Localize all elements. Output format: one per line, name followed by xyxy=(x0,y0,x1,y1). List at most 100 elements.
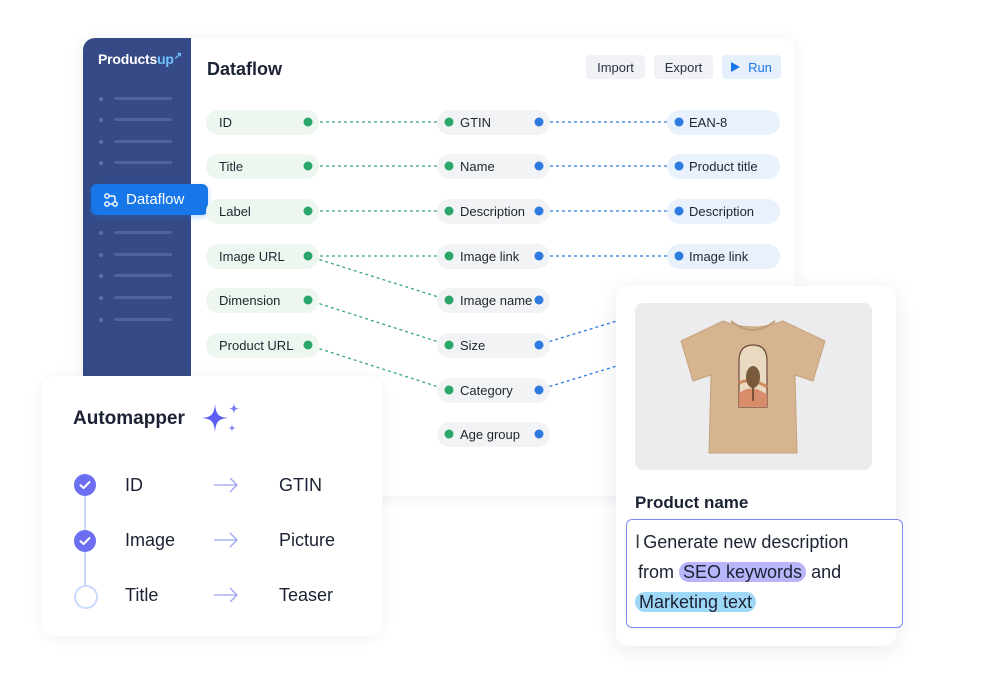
sidebar-item-dataflow[interactable]: Dataflow xyxy=(91,184,208,215)
field-label: Image name xyxy=(460,293,533,308)
field-label: EAN-8 xyxy=(689,115,728,130)
nav-dot xyxy=(99,118,103,122)
field-label: Title xyxy=(219,159,244,174)
mapped-field[interactable]: Description xyxy=(437,199,550,224)
field-label: Dimension xyxy=(219,293,281,308)
automap-from: ID xyxy=(125,475,143,495)
text-cursor-icon: I xyxy=(635,532,641,553)
automap-to: GTIN xyxy=(279,475,322,495)
source-field[interactable]: Label xyxy=(206,199,319,224)
nav-dot xyxy=(99,274,103,278)
field-label: GTIN xyxy=(460,115,492,130)
nav-dot xyxy=(99,318,103,322)
target-field[interactable]: Description xyxy=(667,199,780,224)
sparkle-icon xyxy=(202,403,239,432)
mapped-field[interactable]: GTIN xyxy=(437,110,550,135)
field-label: Image link xyxy=(460,249,520,264)
target-field[interactable]: Image link xyxy=(667,244,780,269)
field-label: Label xyxy=(219,204,251,219)
field-label: Image URL xyxy=(219,249,285,264)
field-label: Product title xyxy=(689,159,758,174)
mapped-field[interactable]: Image name xyxy=(437,288,550,313)
nav-item[interactable] xyxy=(114,140,172,143)
nav-item[interactable] xyxy=(114,296,172,299)
field-label: Name xyxy=(460,159,495,174)
nav-item[interactable] xyxy=(114,231,172,234)
target-field[interactable]: EAN-8 xyxy=(667,110,780,135)
desc-line-3: Marketing text xyxy=(635,592,757,613)
source-field[interactable]: Product URL xyxy=(206,333,319,358)
nav-item[interactable] xyxy=(114,274,172,277)
field-label: ID xyxy=(219,115,232,130)
nav-dot xyxy=(99,161,103,165)
mapped-field[interactable]: Category xyxy=(437,378,550,403)
nav-item[interactable] xyxy=(114,97,172,100)
desc-text: Generate new description xyxy=(643,532,849,552)
field-label: Description xyxy=(460,204,526,219)
export-label: Export xyxy=(664,59,703,75)
logo-text: Products xyxy=(98,51,158,67)
automap-to: Teaser xyxy=(279,585,334,605)
import-label: Import xyxy=(597,59,634,75)
sidebar-item-label: Dataflow xyxy=(126,191,185,208)
nav-item[interactable] xyxy=(114,318,172,321)
tshirt-icon xyxy=(680,320,826,454)
automap-to: Picture xyxy=(279,530,336,550)
mapped-field[interactable]: Image link xyxy=(437,244,550,269)
desc-text: and xyxy=(811,562,842,582)
arrow-right-icon xyxy=(214,532,238,548)
nav-item[interactable] xyxy=(114,118,172,121)
logo-accent: up xyxy=(157,51,174,67)
seo-keywords-chip[interactable]: SEO keywords xyxy=(679,562,807,582)
target-field[interactable]: Product title xyxy=(667,154,780,179)
desc-line-2: from SEO keywords and xyxy=(638,562,841,583)
source-field[interactable]: Dimension xyxy=(206,288,319,313)
productsup-logo[interactable]: Productsup↗ xyxy=(98,51,182,67)
play-icon xyxy=(731,62,741,72)
desc-text: from xyxy=(638,562,674,582)
page-title: Dataflow xyxy=(207,59,283,79)
mapped-field[interactable]: Name xyxy=(437,154,550,179)
mapped-field[interactable]: Age group xyxy=(437,422,550,447)
check-circle-icon[interactable] xyxy=(74,530,96,552)
nav-item[interactable] xyxy=(114,253,172,256)
nav-item[interactable] xyxy=(114,161,172,164)
import-button[interactable]: Import xyxy=(586,55,645,79)
step-connector xyxy=(84,496,86,530)
nav-dot xyxy=(99,97,103,101)
automap-from: Image xyxy=(125,530,176,550)
nav-dot xyxy=(99,296,103,300)
automapper-title: Automapper xyxy=(73,408,185,429)
field-label: Image link xyxy=(689,249,749,264)
check-circle-icon[interactable] xyxy=(74,474,96,496)
arrow-right-icon xyxy=(214,587,238,603)
product-image xyxy=(635,303,872,470)
mapped-field[interactable]: Size xyxy=(437,333,550,358)
nav-dot xyxy=(99,140,103,144)
dataflow-icon xyxy=(104,192,118,207)
source-field[interactable]: Image URL xyxy=(206,244,319,269)
source-field[interactable]: ID xyxy=(206,110,319,135)
step-connector xyxy=(84,552,86,586)
field-label: Size xyxy=(460,338,486,353)
field-label: Age group xyxy=(460,427,520,442)
product-name-label: Product name xyxy=(635,493,749,512)
logo-arrow-icon: ↗ xyxy=(173,51,182,62)
arrow-right-icon xyxy=(214,477,238,493)
field-label: Category xyxy=(460,383,513,398)
nav-dot xyxy=(99,253,103,257)
run-label: Run xyxy=(748,59,772,75)
nav-dot xyxy=(99,231,103,235)
export-button[interactable]: Export xyxy=(654,55,713,79)
marketing-text-chip[interactable]: Marketing text xyxy=(635,592,757,612)
field-label: Product URL xyxy=(219,338,294,353)
source-field[interactable]: Title xyxy=(206,154,319,179)
empty-circle-icon[interactable] xyxy=(74,585,98,609)
field-label: Description xyxy=(689,204,755,219)
run-button[interactable]: Run xyxy=(722,55,781,79)
automap-from: Title xyxy=(125,585,159,605)
